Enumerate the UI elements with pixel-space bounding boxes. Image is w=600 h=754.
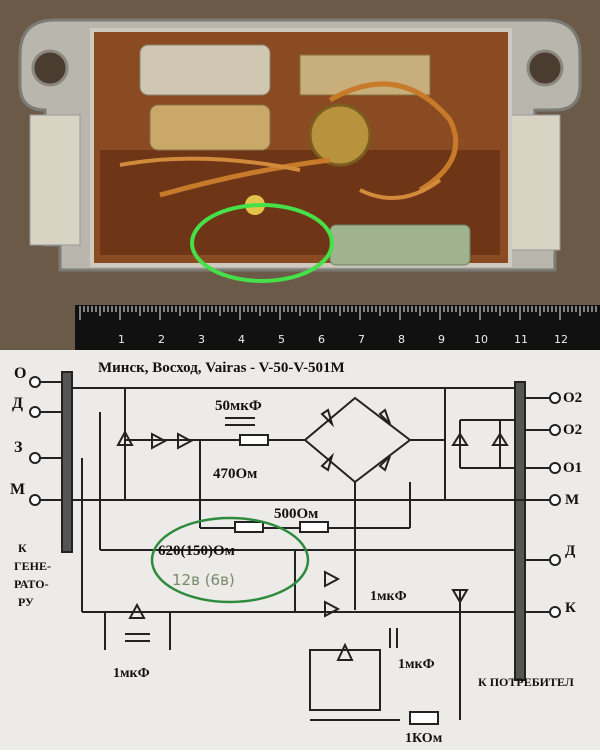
diode-icon (378, 455, 391, 472)
diode-icon (451, 432, 469, 446)
terminal-O1 (549, 462, 561, 474)
mount-hole-left (31, 49, 69, 87)
label-terminal-Z: З (14, 439, 23, 456)
diode-icon (451, 589, 469, 604)
terminal-M (29, 494, 41, 506)
diode-icon (378, 408, 391, 425)
label-res-circled: 620(150)Ом (158, 543, 235, 559)
ruler-number: 1 (118, 333, 125, 346)
consumer-label: К ПОТРЕБИТЕЛ (478, 675, 574, 689)
mount-hole-right (526, 49, 564, 87)
ruler-number: 9 (438, 333, 445, 346)
wire (359, 178, 442, 200)
transistor-box (309, 649, 381, 711)
terminal-D-right (549, 554, 561, 566)
wire (119, 156, 301, 172)
label-terminal-D-right: Д (565, 543, 576, 559)
side-block-left (29, 114, 81, 246)
diode-icon (151, 432, 168, 450)
left-terminal-rail (61, 371, 73, 553)
label-cap-right-top: 1мкФ (370, 589, 407, 604)
photo-drawing: 1 2 3 4 5 6 7 8 9 10 11 12 (0, 0, 600, 350)
schematic-drawing: Минск, Восход, Vairas - V-50-V-501M О Д … (10, 360, 582, 746)
label-terminal-O: О (14, 365, 26, 382)
label-cap-left: 1мкФ (113, 666, 150, 681)
label-terminal-M-right: М (565, 492, 579, 508)
label-cap-top: 50мкФ (215, 398, 262, 414)
resistor-500 (299, 521, 329, 533)
terminal-M-right (549, 494, 561, 506)
diode-icon (116, 429, 134, 446)
terminal-O (29, 376, 41, 388)
ruler-number: 5 (278, 333, 285, 346)
generator-label-line: К (18, 541, 27, 555)
label-res-top: 470Ом (213, 466, 257, 482)
capacitor-upper (139, 44, 271, 96)
label-terminal-D: Д (12, 395, 23, 412)
resistor-620 (234, 521, 264, 533)
ruler-numbers: 1 2 3 4 5 6 7 8 9 10 11 12 (118, 333, 568, 346)
ruler-ticks (79, 306, 597, 320)
ruler (75, 305, 600, 350)
handwritten-note: 12в (6в) (172, 571, 235, 589)
resistor-green (329, 224, 471, 266)
ruler-number: 4 (238, 333, 245, 346)
diode-icon (324, 570, 341, 588)
highlight-circle (150, 516, 310, 604)
capacitor-lower (149, 104, 271, 151)
label-cap-right-bottom: 1мкФ (398, 657, 435, 672)
diagram-title: Минск, Восход, Vairas - V-50-V-501M (98, 360, 345, 376)
diode-icon (320, 408, 335, 428)
generator-label-line: РУ (18, 595, 34, 609)
right-terminal-rail (514, 381, 526, 681)
wire (159, 157, 331, 198)
ruler-number: 8 (398, 333, 405, 346)
ruler-number: 7 (358, 333, 365, 346)
terminal-O2 (549, 392, 561, 404)
label-res-bottom: 1КОм (405, 731, 443, 746)
label-terminal-O2: О2 (563, 422, 582, 438)
generator-label-line: ГЕНЕ- (14, 559, 51, 573)
ruler-number: 3 (198, 333, 205, 346)
power-transistor (308, 103, 372, 167)
ruler-number: 10 (474, 333, 488, 346)
diode-icon (491, 432, 509, 446)
terminal-Z (29, 452, 41, 464)
rectifier-bridge (303, 396, 412, 484)
highlight-circle (190, 203, 334, 283)
label-res-mid: 500Ом (274, 506, 318, 522)
ruler-number: 6 (318, 333, 325, 346)
label-terminal-M: М (10, 481, 25, 498)
diode-icon (336, 642, 354, 661)
label-terminal-K: К (565, 600, 576, 616)
terminal-O2 (549, 424, 561, 436)
ruler-number: 12 (554, 333, 568, 346)
terminal-K (549, 606, 561, 618)
ruler-number: 2 (158, 333, 165, 346)
label-terminal-O1: О1 (563, 460, 582, 476)
terminal-D (29, 406, 41, 418)
diode-icon (320, 452, 335, 472)
resistor-470 (239, 434, 269, 446)
wire (328, 81, 459, 193)
diode-icon (128, 602, 146, 619)
ruler-number: 11 (514, 333, 528, 346)
diode-icon (324, 600, 341, 618)
side-block-right (509, 114, 561, 251)
resistor-1k (409, 711, 439, 725)
circuit-schematic: Минск, Восход, Vairas - V-50-V-501M О Д … (0, 350, 600, 750)
diode-icon (177, 432, 194, 450)
label-terminal-O2: О2 (563, 390, 582, 406)
generator-label-line: РАТО- (14, 577, 49, 591)
regulator-photo: 1 2 3 4 5 6 7 8 9 10 11 12 (0, 0, 600, 350)
